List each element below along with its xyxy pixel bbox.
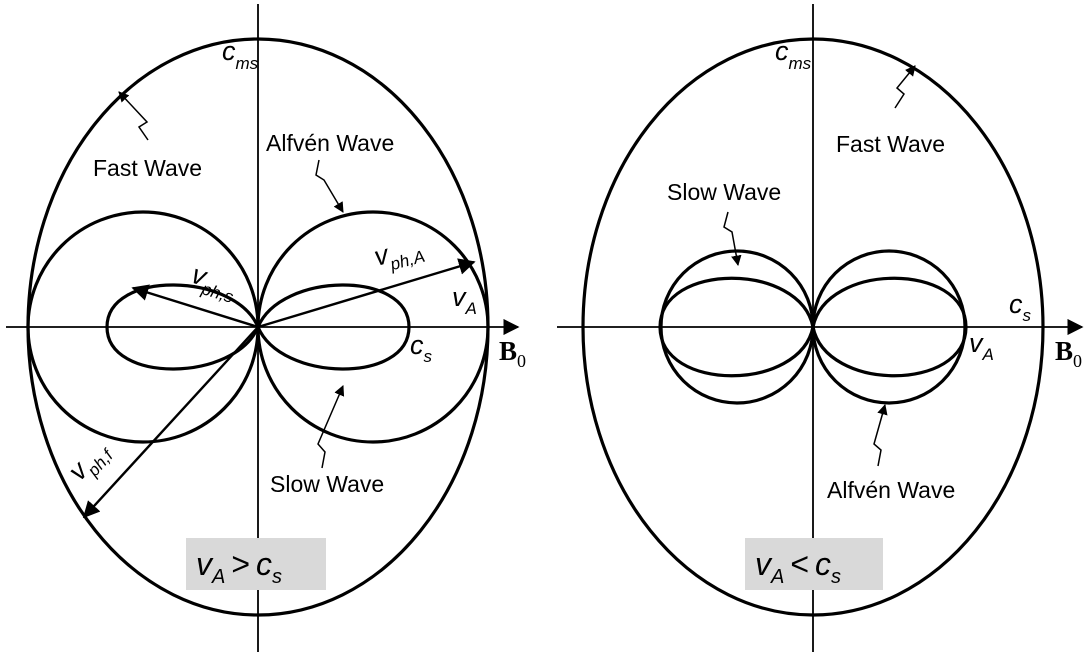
c-ms-label: cms — [222, 36, 259, 73]
v-ph-f-arrow — [82, 326, 259, 519]
b0-label: B0 — [1055, 336, 1082, 371]
panel-left: cms Fast Wave Alfvén Wave Slow Wave vph,… — [6, 4, 526, 652]
v-ph-f-label: vph,f — [62, 433, 118, 490]
slow-wave-curve — [658, 276, 968, 378]
fast-wave-pointer — [894, 65, 916, 109]
alfven-wave-pointer — [315, 159, 344, 213]
condition-label: vA>cs — [196, 546, 282, 588]
condition-label: vA<cs — [755, 546, 841, 588]
v-ph-s-arrow — [131, 284, 259, 329]
v-ph-A-label: vph,A — [371, 230, 427, 277]
slow-wave-pointer — [723, 211, 742, 267]
c-s-label: cs — [1009, 289, 1032, 325]
fast-wave-pointer — [118, 91, 149, 141]
slow-wave-pointer — [317, 385, 345, 469]
fast-wave-label: Fast Wave — [836, 131, 945, 157]
c-ms-label: cms — [775, 36, 812, 73]
condition-box — [186, 538, 326, 590]
v-A-label: vA — [969, 328, 994, 364]
alfven-wave-label: Alfvén Wave — [266, 130, 394, 156]
v-A-label: vA — [452, 282, 477, 318]
fast-wave-label: Fast Wave — [93, 155, 202, 181]
slow-wave-label: Slow Wave — [667, 179, 781, 205]
b0-label: B0 — [499, 336, 526, 371]
c-s-label: cs — [410, 330, 433, 366]
panel-right: cms Fast Wave Slow Wave Alfvén Wave cs v… — [557, 4, 1084, 652]
condition-box — [745, 538, 883, 590]
slow-wave-label: Slow Wave — [270, 471, 384, 497]
alfven-wave-label: Alfvén Wave — [827, 477, 955, 503]
alfven-wave-pointer — [873, 403, 888, 467]
fast-wave-curve — [581, 37, 1045, 617]
v-ph-A-arrow — [257, 258, 476, 329]
